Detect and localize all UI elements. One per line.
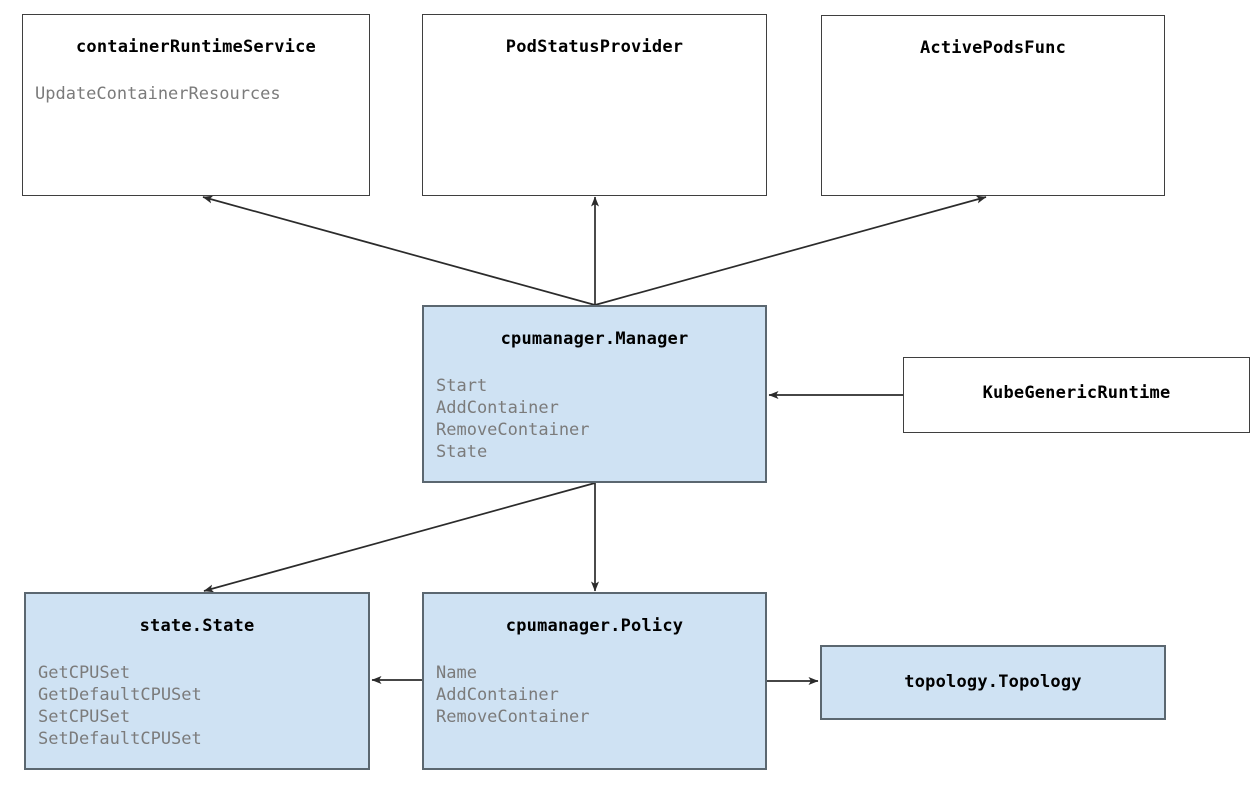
class-node-pod-status-provider[interactable]: PodStatusProvider (422, 14, 767, 196)
class-member: GetDefaultCPUSet (38, 685, 202, 705)
class-member: SetDefaultCPUSet (38, 729, 202, 749)
class-node-members: UpdateContainerResources (23, 83, 369, 105)
class-member: Name (436, 663, 477, 683)
class-member: RemoveContainer (436, 420, 590, 440)
class-node-kube-generic-runtime[interactable]: KubeGenericRuntime (903, 357, 1250, 433)
class-node-title: ActivePodsFunc (919, 38, 1067, 58)
class-node-title: KubeGenericRuntime (982, 383, 1171, 403)
class-member: RemoveContainer (436, 707, 590, 727)
class-member: Start (436, 376, 488, 396)
class-member: State (436, 442, 488, 462)
class-node-topology-topology[interactable]: topology.Topology (820, 645, 1166, 720)
class-node-title: state.State (139, 616, 255, 636)
class-member: AddContainer (436, 398, 559, 418)
class-node-title: cpumanager.Policy (505, 616, 684, 636)
edge-manager-to-active-pods-func (594, 195, 987, 306)
class-member: AddContainer (436, 685, 559, 705)
class-node-title: cpumanager.Manager (500, 329, 689, 349)
class-member: SetCPUSet (38, 707, 131, 727)
class-node-title: PodStatusProvider (505, 37, 684, 57)
class-node-title: topology.Topology (904, 672, 1082, 692)
class-member: UpdateContainerResources (35, 84, 281, 104)
class-node-title: containerRuntimeService (75, 37, 316, 57)
edge-manager-to-state-state (203, 482, 596, 593)
class-member: GetCPUSet (38, 663, 131, 683)
class-node-active-pods-func[interactable]: ActivePodsFunc (821, 15, 1165, 196)
edge-manager-to-container-runtime-service (202, 195, 596, 306)
